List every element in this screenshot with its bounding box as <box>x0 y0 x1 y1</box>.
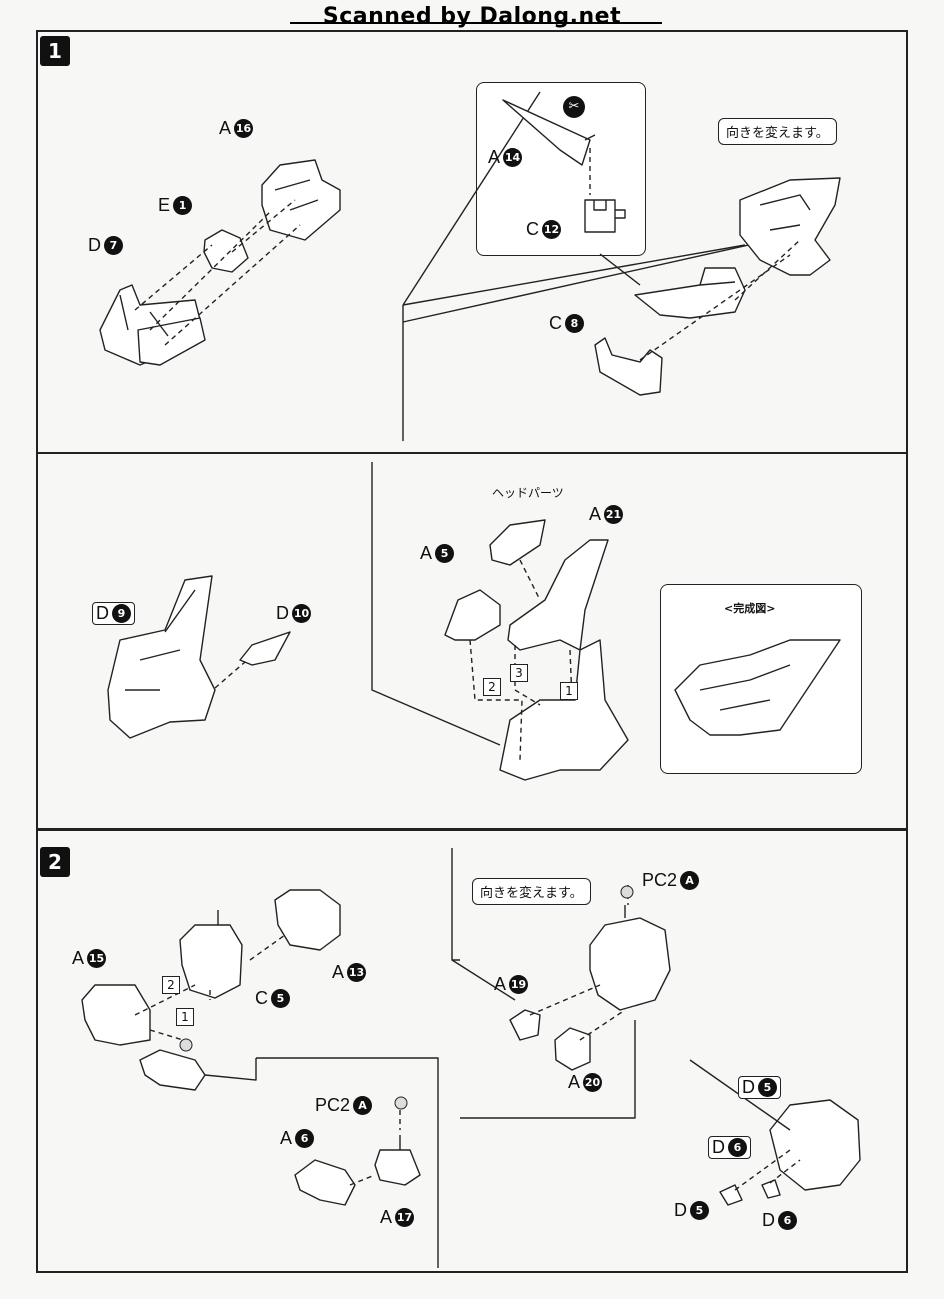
header-underline <box>290 22 662 24</box>
callout-turn-around-2: 向きを変えます。 <box>472 878 591 905</box>
order-mark-head-1: 1 <box>560 682 578 700</box>
watermark-header: Scanned by Dalong.net <box>322 4 622 29</box>
step-2-frame <box>36 829 908 1273</box>
order-mark-head-2: 2 <box>483 678 501 696</box>
step-number-2: 2 <box>40 847 70 877</box>
divider-step1-mid <box>36 452 908 454</box>
head-parts-label: ヘッドパーツ <box>492 486 564 500</box>
detail-inset-a14-c12 <box>476 82 646 256</box>
order-mark-body-2: 2 <box>162 976 180 994</box>
step-number-1: 1 <box>40 36 70 66</box>
callout-turn-around-1: 向きを変えます。 <box>718 118 837 145</box>
order-mark-body-1: 1 <box>176 1008 194 1026</box>
order-mark-head-3: 3 <box>510 664 528 682</box>
completed-view-label: <完成図> <box>724 602 776 615</box>
sprue-cutting-icon: ✂ <box>563 96 585 118</box>
